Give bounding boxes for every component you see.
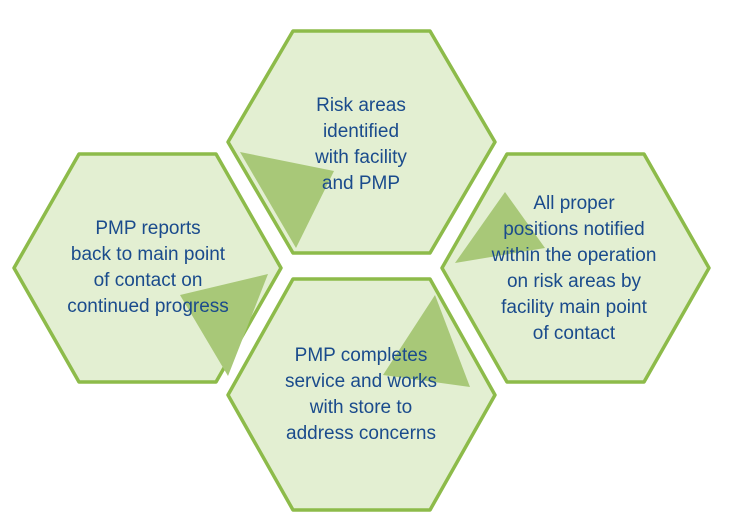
arrow-left-to-top (180, 274, 268, 376)
arrow-top-to-right (240, 152, 334, 248)
step-label-top: Risk areas identified with facility and … (315, 95, 407, 194)
step-label-bottom: PMP completes service and works with sto… (284, 345, 438, 444)
step-label-left: PMP reports back to main point of contac… (67, 218, 229, 317)
arrow-bottom-to-left (383, 295, 470, 387)
step-label-right: All proper positions notified within the… (491, 193, 657, 344)
arrow-right-to-bottom (455, 192, 545, 263)
